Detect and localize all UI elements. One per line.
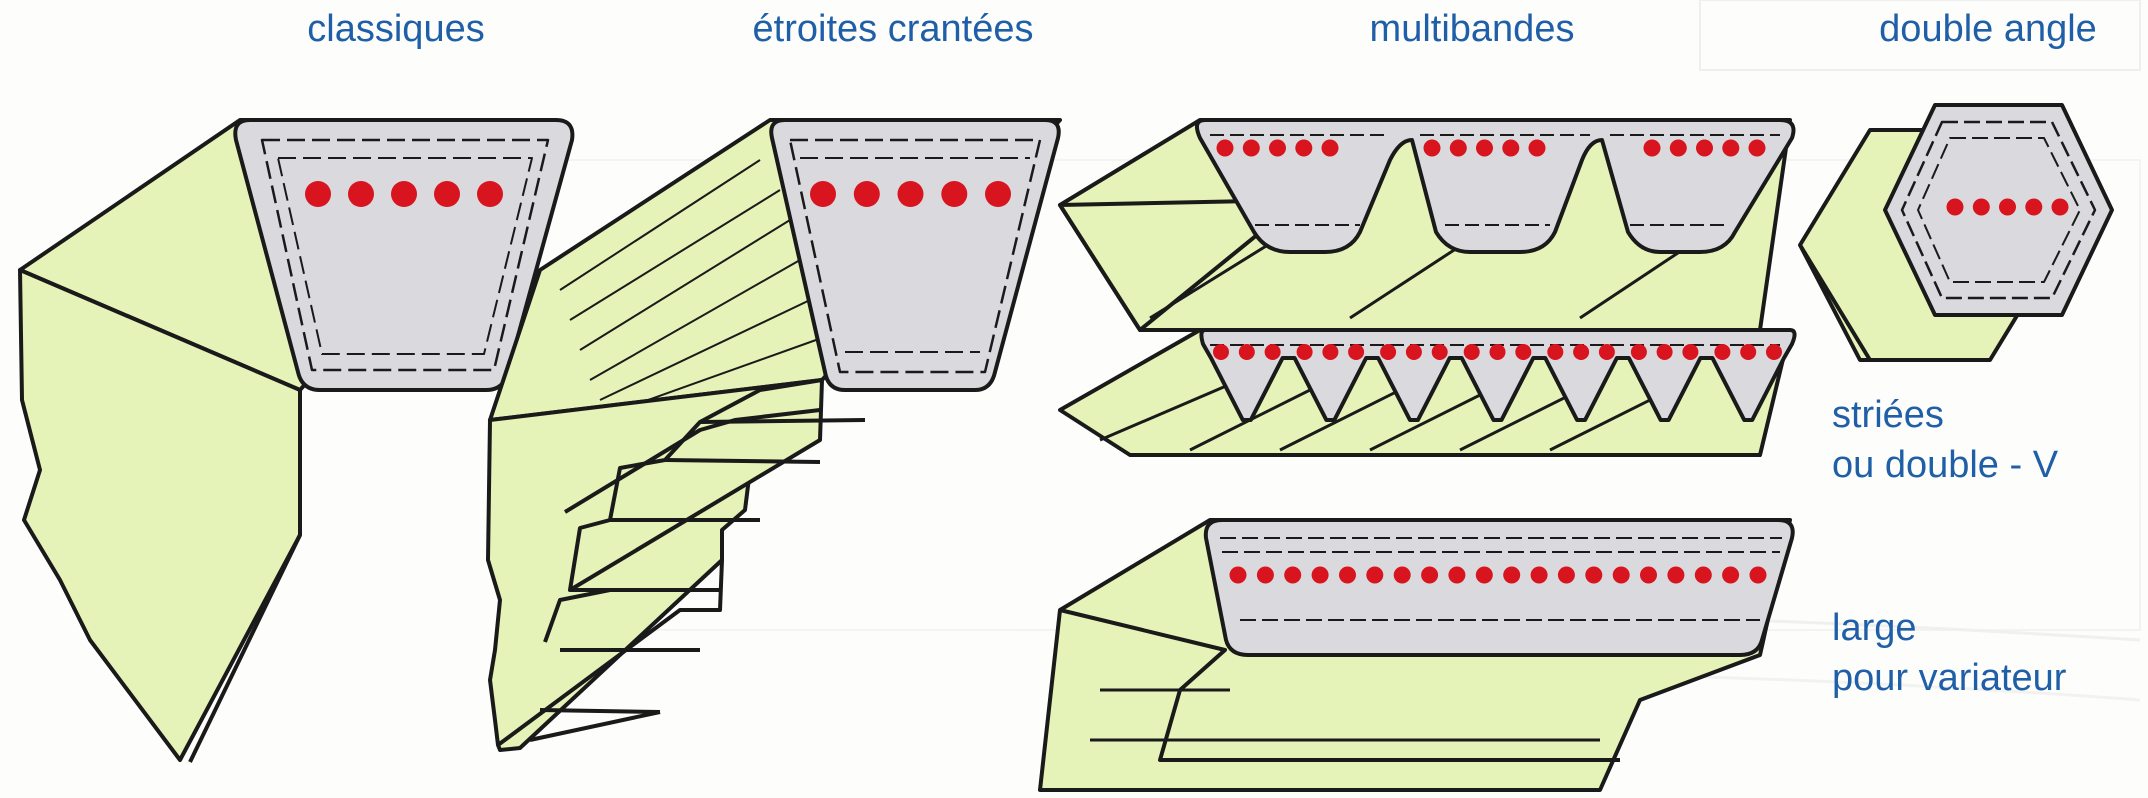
label-striees-line2: ou double - V [1832,444,2059,486]
label-large-line1: large [1832,607,1917,649]
cord-etroite [853,181,880,207]
cord-large [1475,566,1493,584]
belt-etroite-crantee [486,118,1062,752]
cord-striee [1515,344,1532,360]
section-classique [233,118,575,392]
cord-classique [391,181,417,207]
cord-large [1421,566,1439,584]
cord-multibandes [1528,139,1546,157]
cord-striee [1766,344,1782,360]
section-etroite [769,118,1061,392]
cord-multibandes [1449,139,1467,157]
cord-large [1694,566,1712,584]
cord-multibandes [1242,139,1260,157]
cord-multibandes [1423,139,1441,157]
cord-etroite [985,181,1011,207]
cord-etroite [941,181,968,207]
cord-etroite [810,181,836,207]
cord-multibandes [1696,139,1713,157]
cord-multibandes [1669,139,1687,157]
cord-striee [1656,344,1673,360]
cord-multibandes [1476,139,1493,157]
label-etroites-crantees: étroites crantées [752,8,1034,50]
section-large [1203,518,1795,657]
cord-double-angle [1946,198,1964,216]
cord-multibandes [1722,139,1740,157]
cord-large [1722,566,1740,584]
cord-large [1229,566,1247,584]
cord-double-angle [2051,198,2069,216]
cord-large [1311,566,1329,584]
belt-double-angle [1798,103,2114,362]
section-striee [1199,328,1797,422]
cord-large [1393,566,1411,584]
cord-striee [1573,344,1590,360]
cord-large [1749,566,1767,584]
cord-striee [1322,344,1339,360]
cord-large [1339,566,1356,584]
cord-striee [1431,344,1448,360]
cord-striee [1714,344,1731,360]
cord-large [1557,566,1575,584]
belt-striee [1058,328,1797,457]
cord-classique [434,181,460,207]
cord-large [1503,566,1521,584]
cord-striee [1405,344,1422,360]
cord-large [1667,566,1685,584]
cord-large [1366,566,1384,584]
cord-striee [1296,344,1313,360]
cord-striee [1598,344,1615,360]
cord-large [1585,566,1603,584]
label-multibandes: multibandes [1369,8,1575,50]
belt-classique [18,118,575,763]
cord-multibandes [1295,139,1313,157]
cord-large [1640,566,1657,584]
label-large-line2: pour variateur [1832,657,2067,699]
cord-striee [1348,344,1365,360]
cord-striee [1463,344,1480,360]
cord-multibandes [1216,139,1234,157]
cord-striee [1489,344,1506,360]
cord-striee [1630,344,1647,360]
cord-multibandes [1643,139,1661,157]
cord-classique [348,181,374,207]
cord-classique [477,181,503,207]
cord-large [1612,566,1630,584]
cord-large [1256,566,1274,584]
label-classiques: classiques [307,8,485,50]
cord-multibandes [1748,139,1766,157]
cord-striee [1264,344,1281,360]
cord-double-angle [2025,198,2043,216]
cord-classique [305,181,331,207]
cord-multibandes [1502,139,1520,157]
cord-striee [1213,344,1229,360]
section-multibandes [1194,118,1796,254]
cord-large [1448,566,1466,584]
cord-double-angle [1999,198,2016,216]
label-striees-line1: striées [1832,394,1944,436]
section-double-angle [1883,103,2114,317]
cord-striee [1380,344,1397,360]
cord-large [1284,566,1302,584]
cord-striee [1740,344,1757,360]
cord-etroite [897,181,924,207]
cord-striee [1238,344,1255,360]
cord-large [1530,566,1548,584]
cord-double-angle [1972,198,1990,216]
cord-striee [1547,344,1564,360]
belt-multibandes [1058,118,1796,332]
belt-large-variateur [1038,518,1795,792]
label-double-angle: double angle [1879,8,2097,50]
cord-multibandes [1321,139,1339,157]
cord-multibandes [1269,139,1286,157]
cord-striee [1682,344,1699,360]
